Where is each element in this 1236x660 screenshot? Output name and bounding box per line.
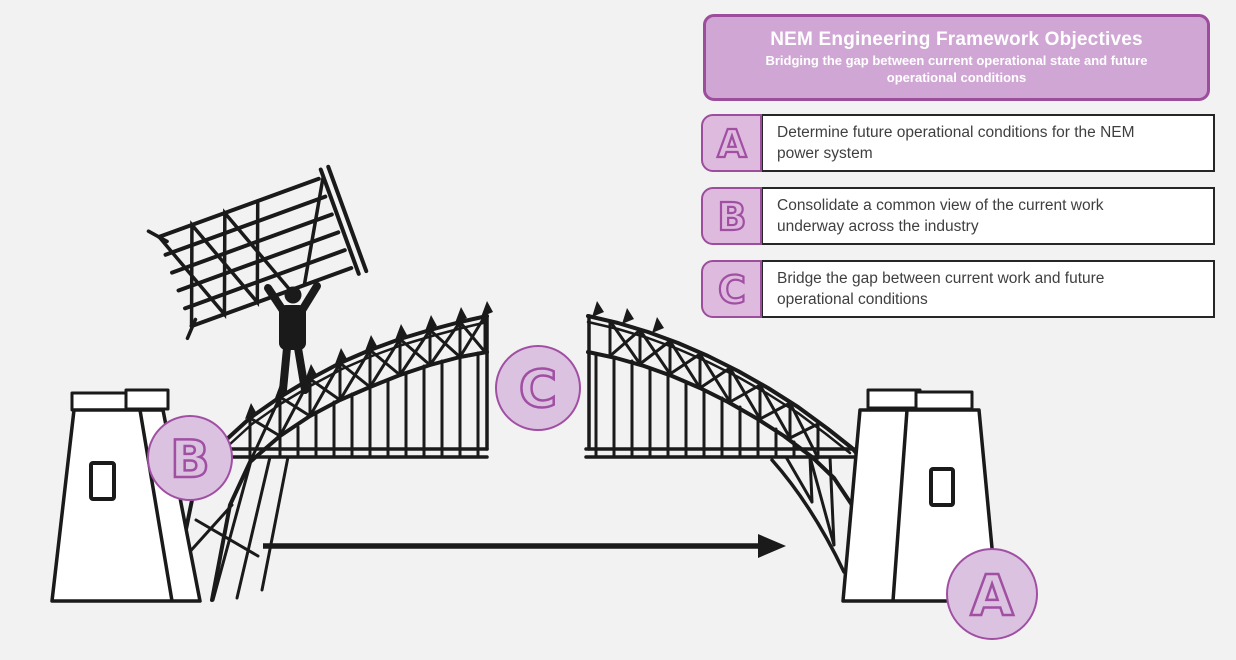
objective-badge-b: B — [701, 187, 762, 245]
marker-letter: A — [969, 563, 1016, 631]
header-box: NEM Engineering Framework Objectives Bri… — [703, 14, 1210, 101]
construction-worker-figure — [264, 282, 321, 394]
objective-text-a: Determine future operational conditions … — [761, 114, 1215, 172]
objective-badge-c: C — [701, 260, 762, 318]
objective-row-b: B Consolidate a common view of the curre… — [701, 187, 1215, 245]
objective-text-c: Bridge the gap between current work and … — [761, 260, 1215, 318]
arch-spikes — [592, 301, 664, 333]
progress-arrow — [263, 534, 786, 558]
pylon-window — [89, 461, 116, 501]
objective-row-c: C Bridge the gap between current work an… — [701, 260, 1215, 318]
svg-text:C: C — [519, 360, 557, 420]
badge-letter: A — [716, 121, 748, 167]
marker-circle-c: C — [495, 345, 581, 431]
svg-text:A: A — [717, 122, 747, 166]
page-subtitle: Bridging the gap between current operati… — [765, 53, 1148, 86]
left-arch — [170, 301, 493, 602]
objective-text-b: Consolidate a common view of the current… — [761, 187, 1215, 245]
objective-row-a: A Determine future operational condition… — [701, 114, 1215, 172]
pylon-window — [929, 467, 955, 507]
svg-text:B: B — [717, 195, 746, 239]
badge-letter: B — [716, 194, 747, 240]
bridge-segment — [146, 164, 369, 341]
svg-text:B: B — [170, 430, 210, 490]
svg-text:A: A — [970, 564, 1014, 629]
svg-text:C: C — [718, 268, 746, 312]
marker-circle-b: B — [147, 415, 233, 501]
marker-circle-a: A — [946, 548, 1038, 640]
marker-letter: B — [169, 429, 211, 492]
marker-letter: C — [518, 359, 559, 422]
objective-badge-a: A — [701, 114, 762, 172]
page-title: NEM Engineering Framework Objectives — [770, 28, 1143, 50]
right-pylon — [841, 388, 999, 603]
badge-letter: C — [716, 267, 746, 313]
